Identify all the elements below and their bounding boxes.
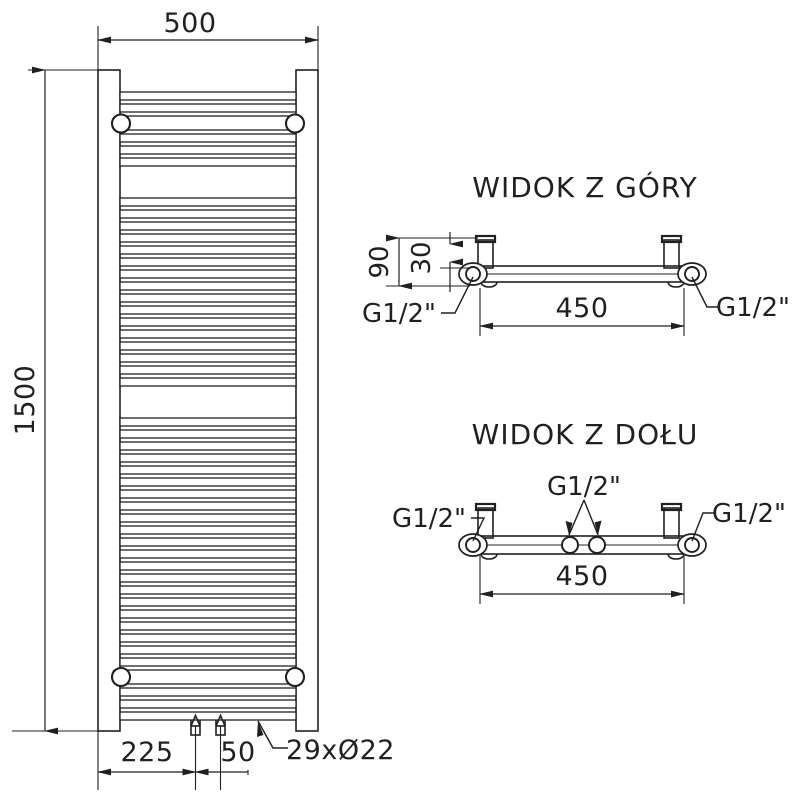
dim-label-width: 500 — [163, 8, 216, 39]
dim-label-top-depth: 90 — [365, 245, 395, 278]
front-view-upper-mounting-brackets — [110, 113, 306, 134]
dimension-bottom-center-450: 450 — [479, 556, 685, 604]
callout-label-bottom-right: G1/2" — [712, 499, 786, 529]
front-view-group: 500 1500 225 50 29xØ22 — [10, 8, 395, 790]
dimension-top-center-450: 450 — [479, 288, 685, 336]
front-view-side-rails — [97, 69, 319, 732]
dim-label-bottom-center: 450 — [555, 561, 608, 592]
dimension-top-bracket-30: 30 — [407, 232, 478, 292]
front-view-lower-mounting-brackets — [110, 666, 306, 688]
callout-bottom-center-connection: G1/2" — [547, 472, 621, 536]
callout-bottom-right-connection: G1/2" — [691, 499, 786, 542]
top-view-title: WIDOK Z GÓRY — [472, 170, 697, 204]
callout-bottom-left-connection: G1/2" — [392, 504, 486, 542]
callout-rung-count: 29xØ22 — [257, 720, 395, 766]
callout-label-bottom-center: G1/2" — [547, 472, 621, 502]
callout-top-right-connection: G1/2" — [691, 276, 790, 323]
top-view-connection-ports — [458, 262, 707, 286]
bottom-view-group: WIDOK Z DOŁU — [392, 418, 786, 604]
dim-label-bottom-offset: 225 — [120, 737, 173, 768]
dimension-bottom-offsets: 225 50 — [97, 726, 255, 790]
top-view-group: WIDOK Z GÓRY 90 — [362, 170, 790, 336]
top-view-wall-brackets — [474, 234, 683, 269]
dim-label-height: 1500 — [10, 365, 41, 436]
dim-label-top-center: 450 — [555, 293, 608, 324]
dim-label-bottom-spacing: 50 — [220, 737, 255, 768]
bottom-view-title: WIDOK Z DOŁU — [472, 418, 699, 451]
callout-label-top-right: G1/2" — [716, 293, 790, 323]
callout-label-rungs: 29xØ22 — [286, 735, 395, 766]
callout-top-left-connection: G1/2" — [362, 276, 474, 329]
bottom-view-connection-ports — [458, 533, 707, 557]
callout-label-bottom-left: G1/2" — [392, 504, 466, 534]
dimension-width-500: 500 — [97, 8, 319, 74]
callout-label-top-left: G1/2" — [362, 299, 436, 329]
dim-label-top-bracket: 30 — [407, 241, 437, 274]
bottom-view-wall-brackets — [474, 502, 683, 539]
bottom-view-center-connection-ports — [561, 536, 606, 554]
front-view-rungs — [119, 91, 297, 721]
dimension-height-1500: 1500 — [10, 66, 112, 735]
